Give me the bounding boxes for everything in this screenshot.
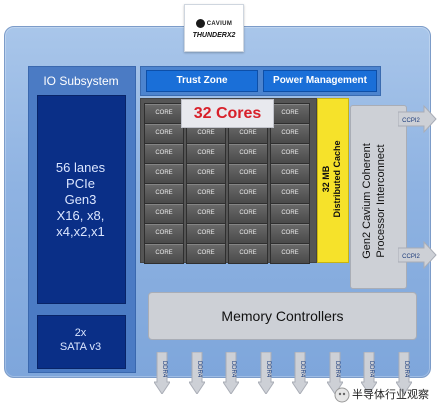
core-cell: CORE [228, 163, 268, 184]
sata-line: 2x [74, 327, 87, 339]
ddr4-label: DDR4 [299, 361, 305, 378]
ddr4-channel: DDR4 [188, 352, 205, 394]
pcie-line: Gen3 [64, 192, 97, 207]
watermark-badge [334, 387, 350, 403]
ddr4-label: DDR4 [230, 361, 236, 378]
power-management-block: Power Management [263, 70, 377, 92]
core-cell: CORE [228, 223, 268, 244]
ddr4-label: DDR4 [368, 361, 374, 378]
core-cell: CORE [186, 243, 226, 264]
core-cell: CORE [144, 103, 184, 124]
core-cell: CORE [144, 183, 184, 204]
down-arrow-icon [361, 352, 377, 394]
core-cell: CORE [186, 183, 226, 204]
core-cell: CORE [270, 163, 310, 184]
core-cell: CORE [270, 203, 310, 224]
io-subsystem-title: IO Subsystem [43, 74, 119, 88]
ddr4-label: DDR4 [196, 361, 202, 378]
cache-label: 32 MB Distributed Cache [321, 140, 342, 217]
ddr4-channel: DDR4 [326, 352, 343, 394]
watermark-text: 半导体行业观察 [352, 389, 429, 401]
right-arrow-icon [398, 104, 437, 134]
ddr4-label: DDR4 [161, 361, 167, 378]
ddr4-channel: DDR4 [257, 352, 274, 394]
interconnect-label: Gen2 Cavium Coherent Processor Interconn… [361, 143, 387, 259]
core-cell: CORE [186, 203, 226, 224]
ddr4-label: DDR4 [334, 361, 340, 378]
cavium-mark-icon [195, 19, 205, 28]
sata-line: SATA v3 [59, 341, 102, 353]
core-cell: CORE [270, 223, 310, 244]
core-cell: CORE [144, 123, 184, 144]
trust-zone-block: Trust Zone [146, 70, 258, 92]
core-cell: CORE [228, 243, 268, 264]
sata-block [37, 315, 126, 369]
core-cell: CORE [186, 163, 226, 184]
core-cell: CORE [270, 103, 310, 124]
core-cell: CORE [144, 223, 184, 244]
pcie-text: 56 lanes PCIe Gen3 X16, x8, x4,x2,x1 [37, 160, 124, 240]
core-cell: CORE [144, 143, 184, 164]
core-cell: CORE [270, 243, 310, 264]
core-cell: CORE [144, 243, 184, 264]
pcie-block [37, 95, 126, 304]
pcie-line: X16, x8, [56, 208, 105, 223]
down-arrow-icon [292, 352, 308, 394]
core-cell: CORE [144, 203, 184, 224]
cavium-thunderx2-logo: CAVIUM THUNDERX2 [184, 4, 244, 52]
down-arrow-icon [223, 352, 239, 394]
ddr4-label: DDR4 [403, 361, 409, 378]
ddr4-channel: DDR4 [361, 352, 377, 394]
core-cell: CORE [186, 143, 226, 164]
ddr4-label: DDR4 [265, 361, 271, 378]
ccpi2-label-top: CCPI2 [402, 118, 420, 124]
down-arrow-icon [395, 352, 412, 394]
logo-brand: CAVIUM [206, 21, 233, 28]
core-cell: CORE [270, 183, 310, 204]
cache-label-line2: Distributed Cache [332, 140, 342, 217]
core-cell: CORE [228, 203, 268, 224]
interconnect-line2: Processor Interconnect [375, 144, 387, 257]
cores-count-label: 32 Cores [181, 99, 274, 128]
wechat-icon [334, 387, 350, 403]
ddr4-channel: DDR4 [223, 352, 239, 394]
ccpi2-label-bottom: CCPI2 [402, 254, 420, 260]
core-cell: CORE [270, 123, 310, 144]
down-arrow-icon [326, 352, 343, 394]
ccpi2-port-top: CCPI2 [398, 104, 437, 134]
core-cell: CORE [186, 223, 226, 244]
right-arrow-icon [398, 240, 437, 270]
pcie-line: 56 lanes [55, 160, 106, 175]
distributed-cache-block [317, 98, 349, 263]
ccpi2-port-bottom: CCPI2 [398, 240, 437, 270]
interconnect-line1: Gen2 Cavium Coherent [361, 143, 373, 259]
down-arrow-icon [188, 352, 205, 394]
down-arrow-icon [257, 352, 274, 394]
logo-product: THUNDERX2 [192, 32, 236, 39]
pcie-line: x4,x2,x1 [56, 224, 105, 239]
memory-controllers-block: Memory Controllers [148, 292, 417, 340]
core-cell: CORE [228, 143, 268, 164]
core-cell: CORE [228, 183, 268, 204]
core-cell: CORE [144, 163, 184, 184]
ddr4-channel: DDR4 [154, 352, 170, 394]
sata-text: 2x SATA v3 [37, 326, 124, 354]
down-arrow-icon [154, 352, 170, 394]
ddr4-channel: DDR4 [395, 352, 412, 394]
cache-label-line1: 32 MB [321, 165, 331, 192]
pcie-line: PCIe [66, 176, 95, 191]
ddr4-channel: DDR4 [292, 352, 308, 394]
core-cell: CORE [270, 143, 310, 164]
